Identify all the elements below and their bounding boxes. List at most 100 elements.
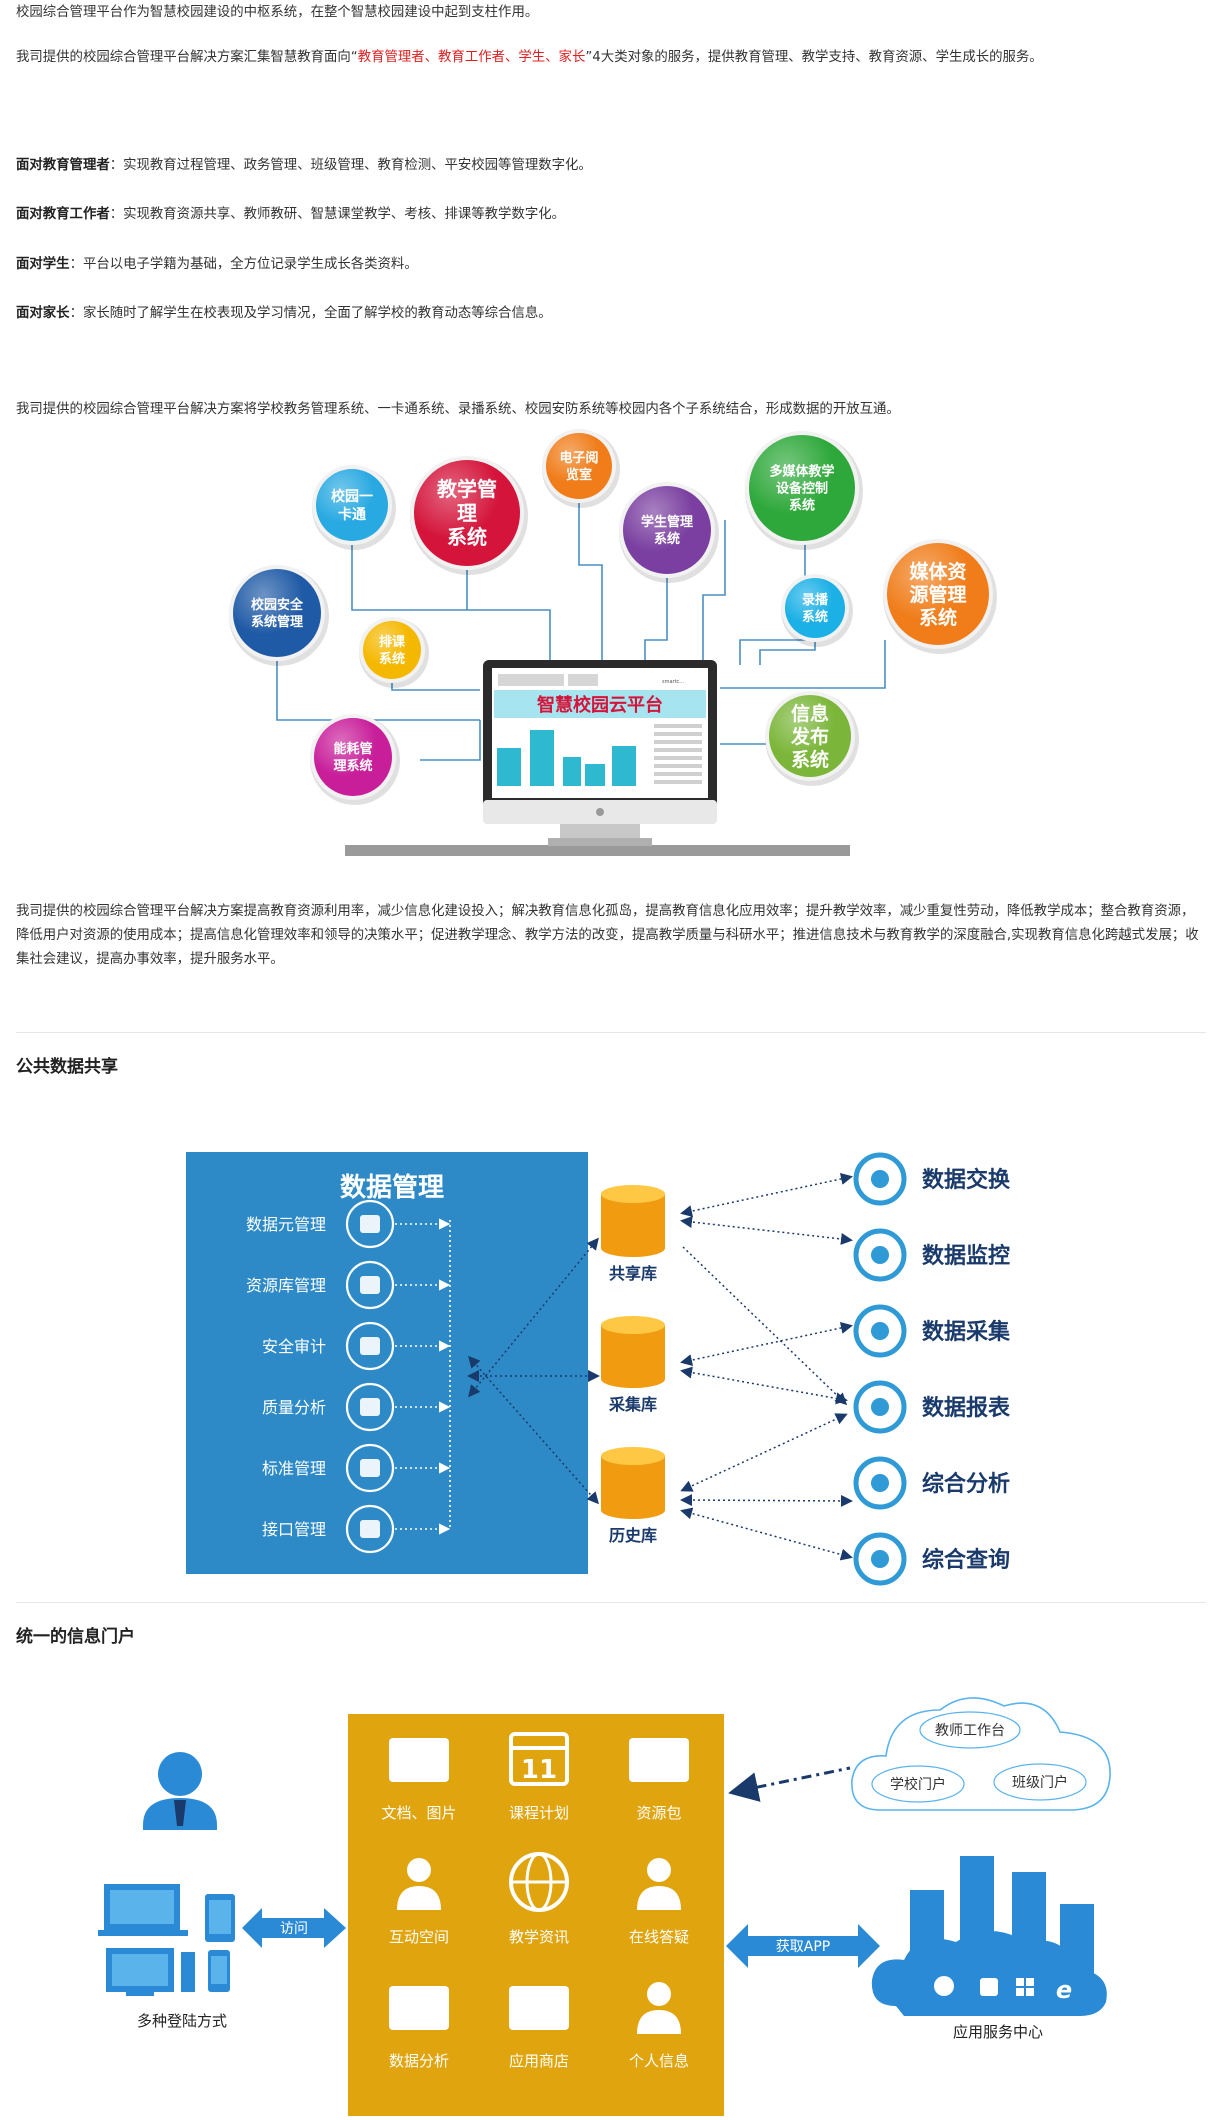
portal-tile[interactable]: 互动空间 xyxy=(389,1858,449,1946)
function-item: 数据采集 xyxy=(853,1304,1011,1358)
portal-tile[interactable]: 个人信息 xyxy=(629,1982,689,2070)
data-management-item: 标准管理 xyxy=(262,1459,326,1478)
system-label: 系统 xyxy=(379,651,405,667)
system-label: 学生管理 xyxy=(641,514,693,530)
group-icon xyxy=(637,1858,681,1910)
globe-icon xyxy=(509,1852,569,1912)
integration-paragraph: 我司提供的校园综合管理平台解决方案将学校教务管理系统、一卡通系统、录播系统、校园… xyxy=(16,402,900,417)
person-icon xyxy=(637,1982,681,2034)
function-item: 综合查询 xyxy=(853,1532,1010,1586)
refresh-icon xyxy=(853,1152,907,1206)
function-label: 综合分析 xyxy=(922,1471,1010,1497)
portal-tile[interactable]: 文档、图片 xyxy=(381,1738,457,1822)
user-icon xyxy=(158,1752,202,1796)
portal-tile[interactable]: 应用商店 xyxy=(509,1986,569,2070)
function-item: 综合分析 xyxy=(853,1456,1010,1510)
intro-paragraph: 校园综合管理平台作为智慧校园建设的中枢系统，在整个智慧校园建设中起到支柱作用。 xyxy=(16,5,539,20)
expand-icon xyxy=(345,1504,395,1554)
system-label: 电子阅 xyxy=(559,450,598,466)
trend-chart-icon xyxy=(853,1456,907,1510)
function-item: 数据报表 xyxy=(853,1380,1011,1434)
audience-line-worker: 面对教育工作者：实现教育资源共享、教师教研、智慧课堂教学、考核、排课等教学数字化… xyxy=(16,207,566,222)
system-label: 教学管 xyxy=(437,477,497,501)
access-label: 访问 xyxy=(280,1921,308,1937)
apple-icon xyxy=(934,1976,954,1996)
cloud-portals: 教师工作台 学校门户 班级门户 xyxy=(851,1697,1111,1811)
divider-1 xyxy=(16,1032,1206,1033)
system-label: 理系统 xyxy=(333,758,372,774)
portal-tile-label: 在线答疑 xyxy=(629,1928,689,1946)
report-icon xyxy=(853,1380,907,1434)
ie-icon: e xyxy=(1056,1976,1072,2004)
shop-screen-icon xyxy=(509,1986,569,2030)
database-3: 历史库 xyxy=(601,1447,665,1545)
data-management-title: 数据管理 xyxy=(340,1173,444,1203)
portal-tile[interactable]: 数据分析 xyxy=(389,1986,449,2070)
system-label: 校园安全 xyxy=(251,597,304,613)
function-label: 数据监控 xyxy=(922,1243,1010,1269)
system-label: 校园一 xyxy=(331,488,373,505)
database-2: 采集库 xyxy=(601,1316,665,1414)
folder-icon xyxy=(389,1738,449,1782)
service-center-label: 应用服务中心 xyxy=(953,2023,1043,2041)
system-label: 系统 xyxy=(654,531,680,547)
function-label: 数据采集 xyxy=(922,1319,1011,1345)
system-label: 媒体资 xyxy=(909,560,966,583)
cloud-item-class: 班级门户 xyxy=(1012,1774,1068,1791)
magnify-icon xyxy=(853,1228,907,1282)
portal-tile-label: 数据分析 xyxy=(389,2052,449,2070)
system-label: 发布 xyxy=(790,725,829,748)
system-label: 卡通 xyxy=(338,506,366,523)
calendar-number: 11 xyxy=(521,1755,557,1785)
system-label: 系统 xyxy=(919,606,957,629)
desk-shelf xyxy=(345,845,850,856)
platform-banner xyxy=(494,690,706,718)
database-label: 共享库 xyxy=(609,1264,657,1283)
function-item: 数据交换 xyxy=(853,1152,1011,1206)
cloud-link xyxy=(728,1766,851,1802)
resource-box-icon xyxy=(345,1260,395,1310)
system-label: 设备控制 xyxy=(776,481,828,497)
system-label: 系统 xyxy=(791,748,829,771)
screen-bar-chart xyxy=(497,730,636,786)
system-label: 系统 xyxy=(789,498,815,514)
system-label: 信息 xyxy=(791,702,829,725)
platform-title: 智慧校园云平台 xyxy=(537,694,663,716)
system-label: 理 xyxy=(457,501,477,525)
system-circle-record: 录播系统 xyxy=(781,574,853,647)
audience-paragraph: 我司提供的校园综合管理平台解决方案汇集智慧教育面向“教育管理者、教育工作者、学生… xyxy=(16,50,1043,65)
cloud-item-school: 学校门户 xyxy=(890,1776,946,1793)
portal-tile[interactable]: 在线答疑 xyxy=(629,1858,689,1946)
function-item: 数据监控 xyxy=(853,1228,1010,1282)
benefits-paragraph: 我司提供的校园综合管理平台解决方案提高教育资源利用率，减少信息化建设投入；解决教… xyxy=(16,904,1199,967)
system-label: 录播 xyxy=(802,592,829,608)
briefcase-icon xyxy=(629,1738,689,1782)
android-icon xyxy=(980,1978,998,1996)
portal-tile[interactable]: 教学资讯 xyxy=(509,1852,569,1946)
function-label: 综合查询 xyxy=(922,1547,1010,1573)
divider-2 xyxy=(16,1602,1206,1603)
database-label: 采集库 xyxy=(608,1395,657,1414)
calendar-icon: 11 xyxy=(509,1732,569,1786)
portal-tile-label: 互动空间 xyxy=(389,1928,449,1946)
system-label: 览室 xyxy=(566,467,592,483)
data-management-item: 接口管理 xyxy=(262,1520,326,1539)
cloud-item-teacher: 教师工作台 xyxy=(935,1723,1005,1739)
pie-chart-icon xyxy=(389,1986,449,2030)
portal-tile[interactable]: 资源包 xyxy=(629,1738,689,1822)
function-label: 数据报表 xyxy=(922,1395,1011,1421)
system-label: 源管理 xyxy=(909,583,966,606)
data-management-item: 质量分析 xyxy=(262,1398,326,1417)
get-app-arrow xyxy=(726,1924,880,1968)
chart-search-icon xyxy=(853,1304,907,1358)
system-label: 系统 xyxy=(447,525,487,549)
metadata-icon xyxy=(345,1199,395,1249)
